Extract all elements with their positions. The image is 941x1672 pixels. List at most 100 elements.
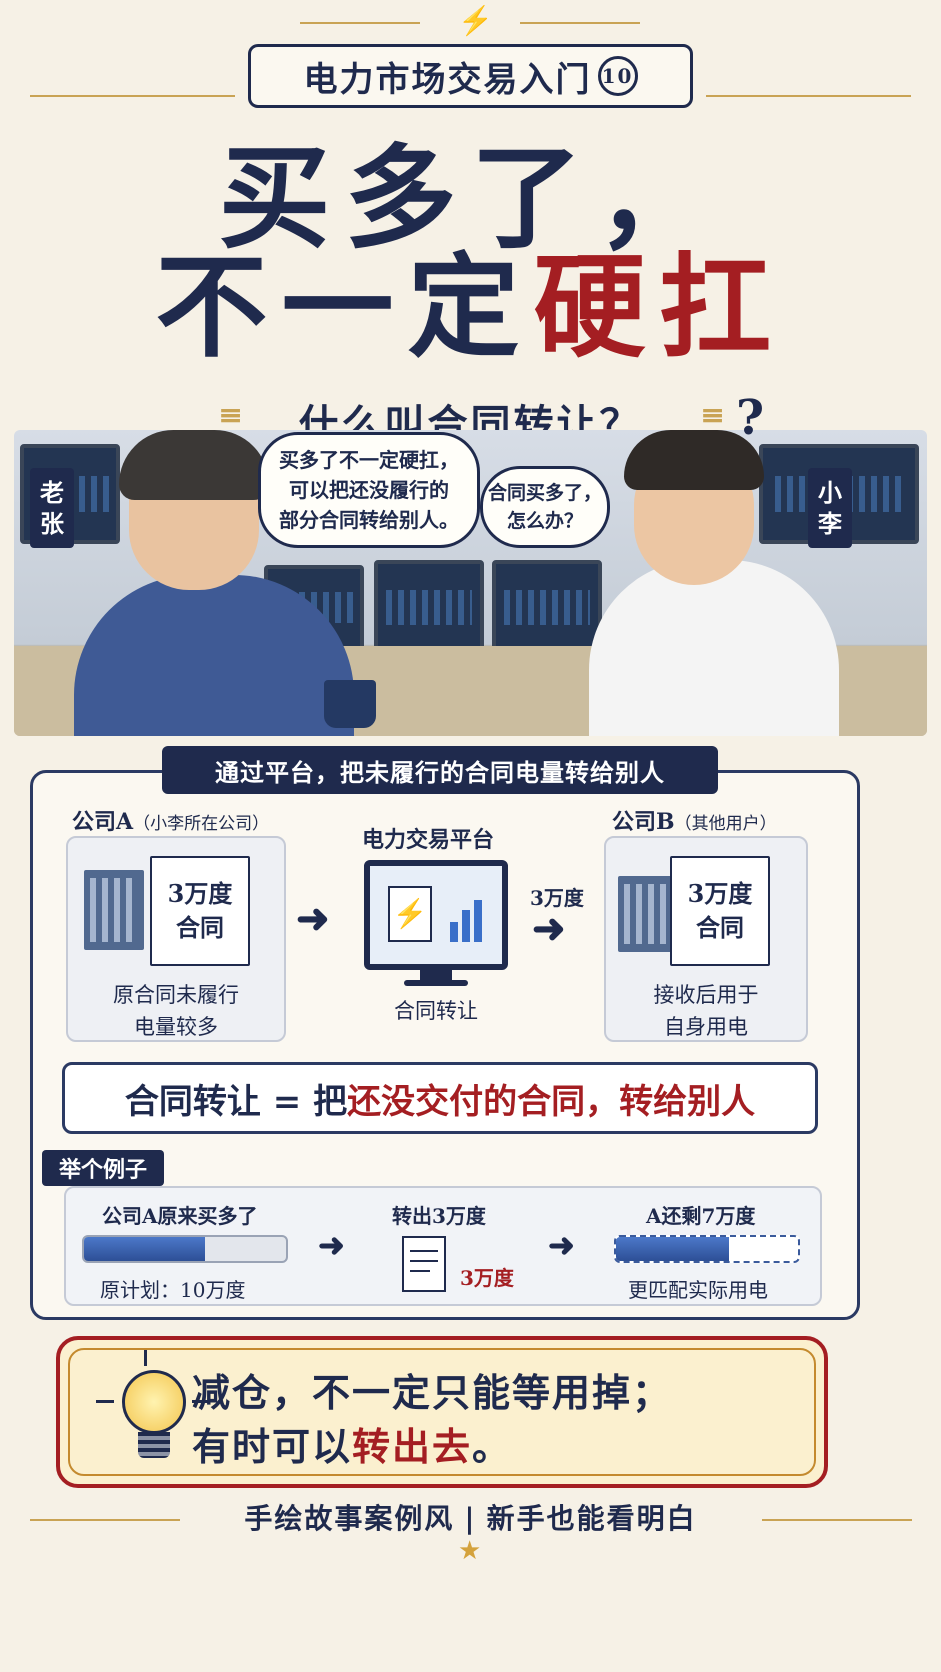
lightbulb-base — [138, 1432, 170, 1458]
company-b-name: 公司B — [612, 809, 675, 835]
bar-chart-icon — [474, 900, 482, 942]
bar-chart-icon — [462, 910, 470, 942]
building-icon — [84, 870, 144, 950]
arrow-right-icon: ➜ — [532, 905, 566, 952]
desk-monitor — [374, 560, 484, 655]
contract-amount: 3万度 — [167, 879, 233, 909]
arrow-right-icon: ➜ — [548, 1226, 575, 1264]
desk-monitor — [492, 560, 602, 655]
monitor-base — [404, 980, 468, 986]
company-a-label: 公司A（小李所在公司） — [72, 804, 269, 836]
star-icon: ★ — [458, 1536, 482, 1566]
name-tag-char: 老 — [40, 477, 64, 507]
company-a-note: （小李所在公司） — [133, 814, 270, 834]
equation-part-2: 还没交付的合同，转给别人 — [347, 1081, 756, 1122]
name-tag-char: 张 — [40, 509, 64, 538]
top-divider-right — [706, 95, 911, 97]
name-tag-lao-zhang: 老 张 — [30, 468, 74, 548]
company-b-note: （其他用户） — [674, 814, 777, 834]
example-step1-caption: 原计划：10万度 — [100, 1278, 246, 1302]
remaining-fill — [616, 1237, 729, 1261]
remaining-bar — [614, 1235, 800, 1263]
series-title: 电力市场交易入门 — [303, 59, 592, 100]
title-line-1: 买多了， — [218, 133, 723, 264]
tip-line-2-end: 。 — [472, 1424, 513, 1469]
speech-text-lao-zhang: 买多了不一定硬扛， 可以把还没履行的 部分合同转给别人。 — [279, 448, 459, 532]
lightning-icon: ⚡ — [458, 4, 493, 37]
arrow-right-icon: ➜ — [318, 1226, 345, 1264]
doc-line — [410, 1260, 438, 1262]
speech-text-xiao-li: 合同买多了， 怎么办？ — [487, 481, 602, 533]
doc-line — [410, 1250, 438, 1252]
subtitle-ornament-right: ≡ — [700, 398, 726, 433]
example-step2-amount: 3万度 — [460, 1266, 514, 1290]
company-a-caption: 原合同未履行 电量较多 — [113, 983, 239, 1039]
series-banner: 电力市场交易入门 10 — [248, 44, 693, 108]
footer-separator: | — [464, 1502, 477, 1535]
example-step3-title: A还剩7万度 — [646, 1204, 756, 1228]
definition-equation: 合同转让 = 把还没交付的合同，转给别人 — [62, 1062, 818, 1134]
doc-line — [410, 1270, 430, 1272]
footer-divider-left — [30, 1519, 180, 1521]
flow-header: 通过平台，把未履行的合同电量转给别人 — [162, 746, 718, 794]
trainee-hair — [624, 430, 764, 490]
company-a-name: 公司A — [72, 809, 134, 835]
footer-divider-right — [762, 1519, 912, 1521]
arrow-right-icon: ➜ — [296, 895, 330, 942]
platform-label: 电力交易平台 — [362, 827, 495, 853]
title-line-2-plain: 不一定 — [155, 242, 534, 373]
contract-amount: 3万度 — [687, 879, 753, 909]
contract-label: 合同 — [176, 913, 224, 942]
light-ray — [144, 1350, 147, 1366]
original-plan-fill — [84, 1237, 206, 1261]
tip-line-2: 有时可以转出去。 — [192, 1416, 512, 1471]
example-step1-title: 公司A原来买多了 — [102, 1204, 258, 1228]
document-out-icon — [402, 1236, 446, 1292]
title-line-2: 不一定硬扛 — [0, 252, 941, 364]
monitor-stand — [420, 968, 452, 982]
company-a-contract: 3万度 合同 — [150, 856, 250, 966]
coffee-mug — [324, 680, 376, 728]
original-plan-bar — [82, 1235, 288, 1263]
bar-chart-icon — [450, 922, 458, 942]
top-divider-mid-left — [300, 22, 420, 24]
speech-bubble-xiao-li: 合同买多了， 怎么办？ — [480, 466, 610, 548]
lightbulb-icon — [122, 1370, 186, 1434]
title-line-2-highlight: 硬扛 — [533, 242, 786, 373]
equation-part-1: 合同转让 = 把 — [124, 1081, 348, 1122]
series-number: 10 — [597, 56, 638, 96]
tip-line-2-plain: 有时可以 — [192, 1424, 353, 1469]
name-tag-xiao-li: 小 李 — [808, 468, 852, 548]
name-tag-char: 小 — [818, 477, 842, 507]
top-divider-mid-right — [520, 22, 640, 24]
footer-left: 手绘故事案例风 — [244, 1502, 455, 1535]
light-ray — [96, 1400, 114, 1403]
name-tag-char: 李 — [818, 509, 842, 538]
transfer-amount: 3万度 — [530, 886, 584, 910]
subtitle-ornament-left: ≡ — [218, 398, 244, 433]
platform-caption: 合同转让 — [394, 999, 478, 1023]
speech-bubble-lao-zhang: 买多了不一定硬扛， 可以把还没履行的 部分合同转给别人。 — [258, 432, 480, 548]
lightning-doc-icon: ⚡ — [388, 886, 432, 942]
tip-line-1: 减仓，不一定只能等用掉； — [192, 1370, 673, 1415]
trainee-figure — [589, 560, 839, 736]
mentor-hair — [119, 430, 269, 500]
example-step2-title: 转出3万度 — [392, 1204, 486, 1228]
example-step3-caption: 更匹配实际用电 — [628, 1278, 768, 1302]
top-divider-left — [30, 95, 235, 97]
contract-label: 合同 — [696, 913, 744, 942]
company-b-contract: 3万度 合同 — [670, 856, 770, 966]
company-b-caption: 接收后用于 自身用电 — [653, 983, 759, 1039]
light-ray — [192, 1400, 210, 1403]
mentor-figure — [74, 575, 354, 736]
question-mark-icon: ? — [736, 390, 765, 446]
example-tag: 举个例子 — [42, 1150, 164, 1186]
platform-monitor-icon: ⚡ — [364, 860, 508, 970]
footer: 手绘故事案例风 | 新手也能看明白 — [0, 1497, 941, 1537]
tip-box — [56, 1336, 828, 1488]
tip-line-2-highlight: 转出去 — [352, 1424, 473, 1469]
tip-inner-border — [68, 1348, 816, 1476]
company-b-label: 公司B（其他用户） — [612, 804, 777, 836]
footer-right: 新手也能看明白 — [486, 1502, 697, 1535]
building-icon — [618, 876, 674, 952]
